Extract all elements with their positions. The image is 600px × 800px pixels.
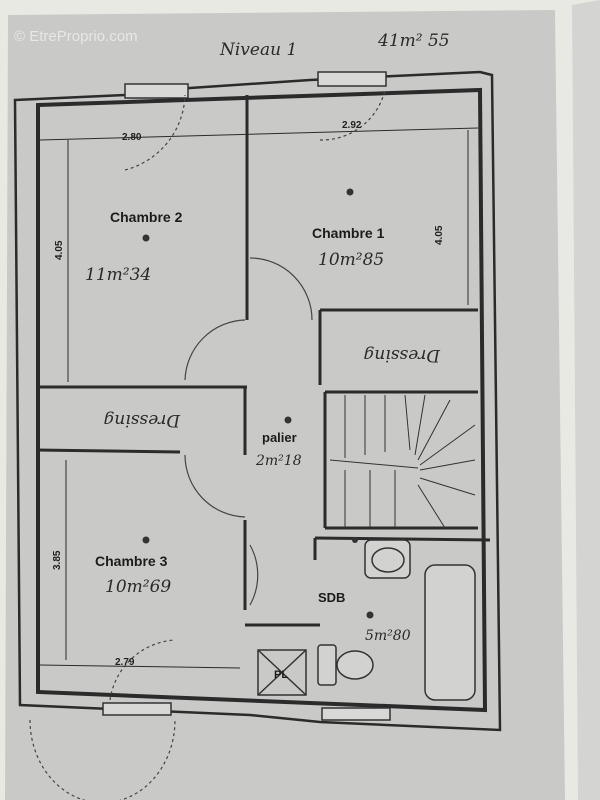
light-fixture-icons (142, 188, 374, 619)
watermark: © EtreProprio.com (14, 28, 138, 45)
room-label-chambre1: Chambre 1 (312, 225, 385, 241)
toilet-icon (336, 650, 374, 680)
room-area-chambre3: 10m²69 (105, 577, 171, 597)
toilet-tank (317, 644, 337, 686)
room-label-chambre3: Chambre 3 (95, 553, 168, 569)
total-area: 41m² 55 (377, 31, 450, 51)
dimension-chambre1-depth: 4.05 (434, 225, 445, 245)
room-area-palier: 2m²18 (255, 453, 302, 469)
room-area-chambre2: 11m²34 (85, 265, 151, 285)
dimension-chambre3-depth: 3.85 (52, 550, 63, 570)
room-label-dressing-right: Dressing (363, 345, 441, 365)
adjacent-sheet (572, 0, 600, 800)
room-label-placard: PL (274, 669, 288, 681)
dimension-chambre3-width: 2.79 (115, 657, 135, 668)
bathtub-icon (424, 564, 476, 701)
room-label-sdb: SDB (318, 590, 345, 605)
room-label-chambre2: Chambre 2 (110, 209, 183, 225)
room-label-palier: palier (262, 430, 297, 445)
dimension-chambre2-width: 2.80 (122, 132, 142, 143)
bathroom-fixtures (257, 539, 476, 701)
door-swings (29, 89, 386, 800)
room-area-chambre1: 10m²85 (318, 250, 384, 270)
cupboard-icon (257, 649, 307, 696)
windows (102, 71, 391, 721)
level-title: Niveau 1 (219, 40, 297, 60)
interior-walls (35, 95, 491, 669)
dimension-chambre1-width: 2.92 (342, 120, 362, 131)
room-label-dressing-left: Dressing (103, 410, 181, 430)
room-area-sdb: 5m²80 (365, 628, 411, 644)
dimension-chambre2-depth: 4.05 (54, 240, 65, 260)
staircase (329, 394, 476, 529)
